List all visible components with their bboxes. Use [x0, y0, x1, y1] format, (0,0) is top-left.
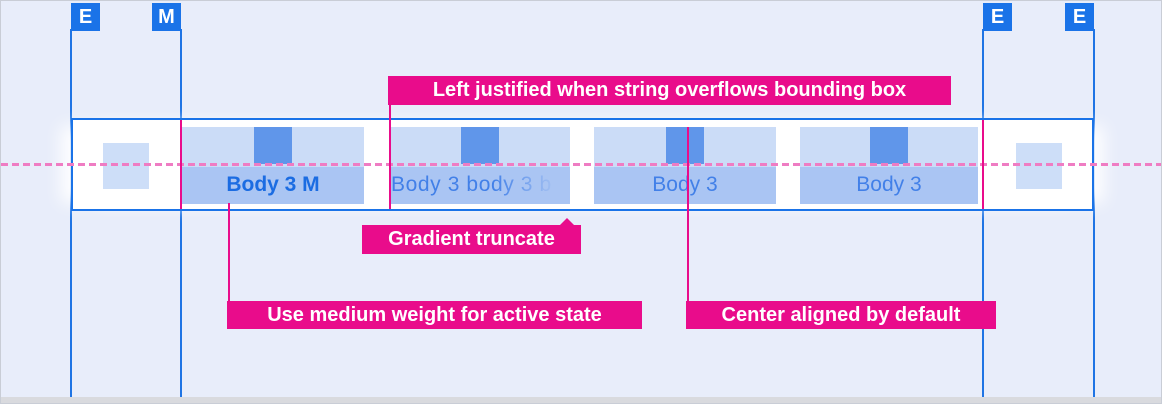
callout-center-aligned: Center aligned by default [686, 301, 996, 329]
gradient-truncate-overlay [492, 167, 570, 204]
tab-icon [870, 127, 908, 164]
callout-gradient-truncate-label: Gradient truncate [388, 228, 555, 250]
guide-line-right-margin [982, 29, 984, 403]
tab-label-zone: Body 3 [594, 167, 776, 204]
tab-label: Body 3 [856, 173, 922, 196]
tab-icon [460, 127, 499, 164]
margin-segment-right [982, 120, 984, 209]
tab-item-overflow[interactable]: Body 3 body 3 b [389, 127, 570, 204]
leading-placeholder-square [103, 143, 149, 189]
tab-icon-zone [182, 127, 364, 167]
bottom-edge-strip [1, 397, 1161, 403]
tab-label-zone: Body 3 [800, 167, 978, 204]
tab-label-zone: Body 3 body 3 b [389, 167, 570, 204]
callout-left-justified: Left justified when string overflows bou… [388, 76, 951, 105]
tab-icon [254, 127, 292, 164]
tab-item-3[interactable]: Body 3 [594, 127, 776, 204]
pointer-center-aligned [687, 127, 689, 301]
caret-up-icon [559, 218, 575, 226]
callout-gradient-truncate: Gradient truncate [362, 218, 581, 254]
tab-icon [666, 127, 704, 164]
tab-label: Body 3 M [226, 173, 320, 196]
margin-segment-left [180, 120, 182, 209]
trailing-placeholder-square [1016, 143, 1062, 189]
guide-line-right-edge [1093, 29, 1095, 403]
tab-label-zone: Body 3 M [182, 167, 364, 204]
dashed-baseline [1, 163, 1161, 166]
margin-marker-e-right-inner: E [983, 3, 1012, 31]
margin-marker-m-left-inner: M [152, 3, 181, 31]
tab-icon-zone [389, 127, 570, 167]
callout-medium-weight: Use medium weight for active state [227, 301, 642, 329]
pointer-medium-weight [228, 203, 230, 301]
tab-item-active[interactable]: Body 3 M [182, 127, 364, 204]
tab-label: Body 3 [652, 173, 718, 196]
guide-line-left-margin [180, 29, 182, 403]
guide-line-left-edge [70, 29, 72, 403]
margin-marker-e-left-outer: E [71, 3, 100, 31]
pointer-left-justified [389, 105, 391, 209]
tab-icon-zone [594, 127, 776, 167]
tab-item-4[interactable]: Body 3 [800, 127, 978, 204]
tab-icon-zone [800, 127, 978, 167]
margin-marker-e-right-outer: E [1065, 3, 1094, 31]
